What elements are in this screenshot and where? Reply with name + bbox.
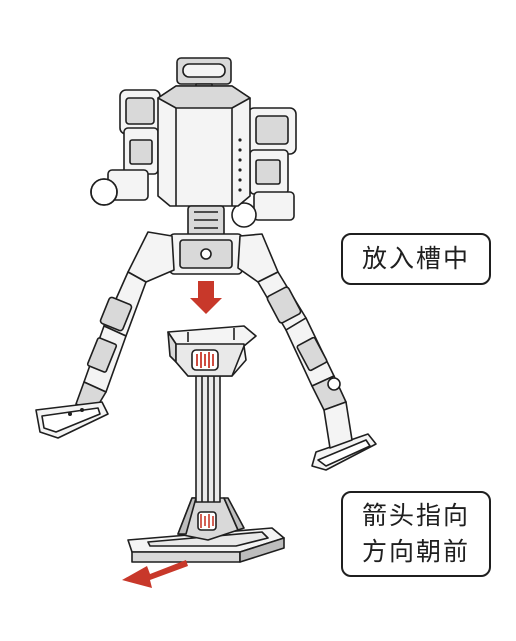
robot-left-arm — [91, 90, 160, 205]
down-arrow-icon — [190, 281, 222, 314]
insert-into-slot-text: 放入槽中 — [362, 241, 470, 277]
arrow-direction-text-line1: 箭头指向 — [362, 498, 470, 534]
stand-cradle — [168, 326, 256, 376]
robot-stand — [128, 326, 284, 562]
robot-left-leg — [36, 232, 174, 438]
robot-hip — [170, 206, 242, 274]
arrow-direction-text-line2: 方向朝前 — [362, 534, 470, 570]
insert-into-slot-callout: 放入槽中 — [341, 233, 491, 285]
front-direction-arrow-icon — [122, 560, 188, 588]
stand-column — [196, 374, 220, 502]
arrow-direction-callout: 箭头指向 方向朝前 — [341, 491, 491, 577]
robot-torso — [158, 86, 250, 206]
